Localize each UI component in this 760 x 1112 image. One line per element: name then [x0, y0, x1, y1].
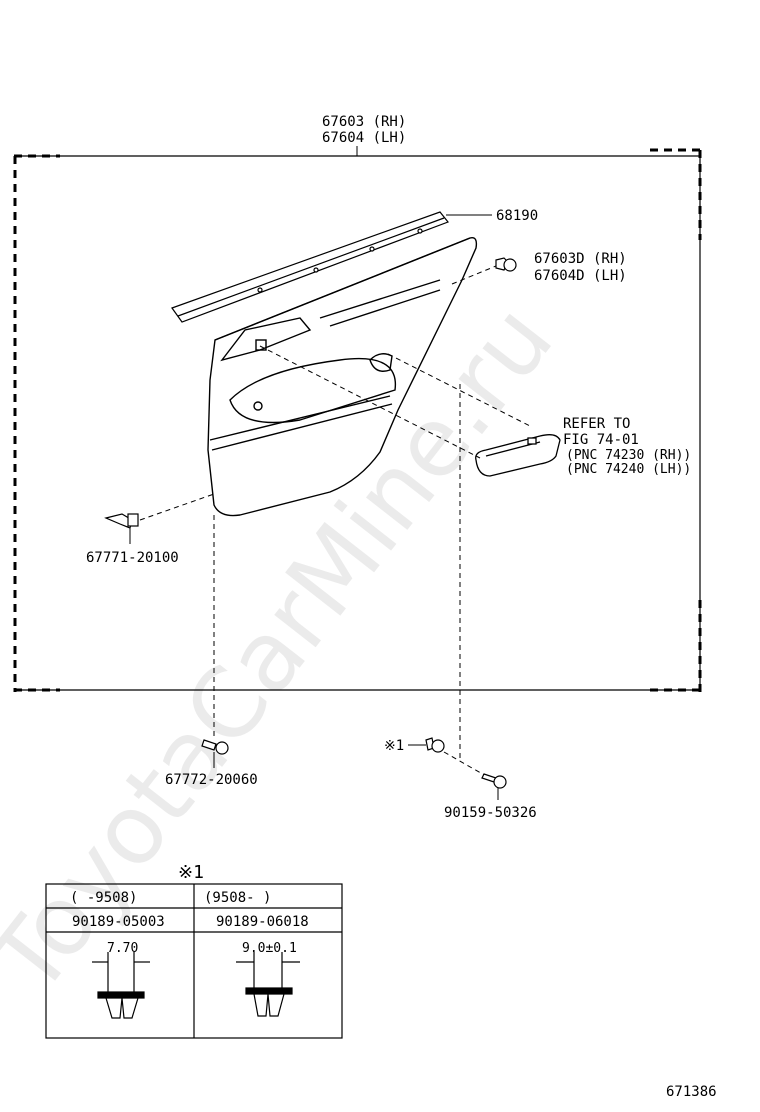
bracket-part: [104, 513, 139, 529]
label-weatherstrip: 68190: [496, 208, 538, 224]
weatherstrip-part: [171, 211, 449, 323]
assembly-frame: [13, 148, 702, 692]
label-door-trim-rh: 67603 (RH): [322, 114, 406, 130]
label-clip-rh: 67603D (RH): [534, 251, 627, 267]
clip-sketch-1: [92, 952, 150, 1019]
label-lower-clip: 67772-20060: [165, 772, 258, 788]
table-col1-period: ( -9508): [70, 890, 137, 906]
table-col2-part: 90189-06018: [216, 914, 309, 930]
label-screw: 90159-50326: [444, 805, 537, 821]
armrest-handle-part: [475, 434, 561, 477]
label-star-ref: ※1: [384, 738, 404, 754]
door-trim-panel: [207, 237, 478, 517]
clip-part: [495, 257, 517, 272]
leader-star-screw: [443, 751, 487, 777]
table-title: ※1: [178, 862, 204, 883]
label-refer-3: (PNC 74230 (RH)): [566, 448, 691, 463]
label-clip-lh: 67604D (LH): [534, 268, 627, 284]
screw-part: [481, 773, 507, 789]
leader-bracket: [139, 493, 215, 521]
label-refer-4: (PNC 74240 (LH)): [566, 462, 691, 477]
leader-clip: [451, 265, 497, 285]
label-door-trim-lh: 67604 (LH): [322, 130, 406, 146]
label-refer-1: REFER TO: [563, 416, 630, 432]
dim-label-2: 9.0±0.1: [242, 941, 297, 956]
table-col2-period: (9508- ): [204, 890, 271, 906]
label-refer-2: FIG 74-01: [563, 432, 639, 448]
table-col1-part: 90189-05003: [72, 914, 165, 930]
label-bracket: 67771-20100: [86, 550, 179, 566]
clip-table: [45, 883, 343, 1039]
diagram-number: 671386: [666, 1084, 717, 1100]
clip-sketch-2: [236, 952, 300, 1017]
lower-clip-part: [201, 739, 229, 755]
star-clip-part: [425, 737, 445, 753]
dim-label-1: 7.70: [107, 941, 138, 956]
